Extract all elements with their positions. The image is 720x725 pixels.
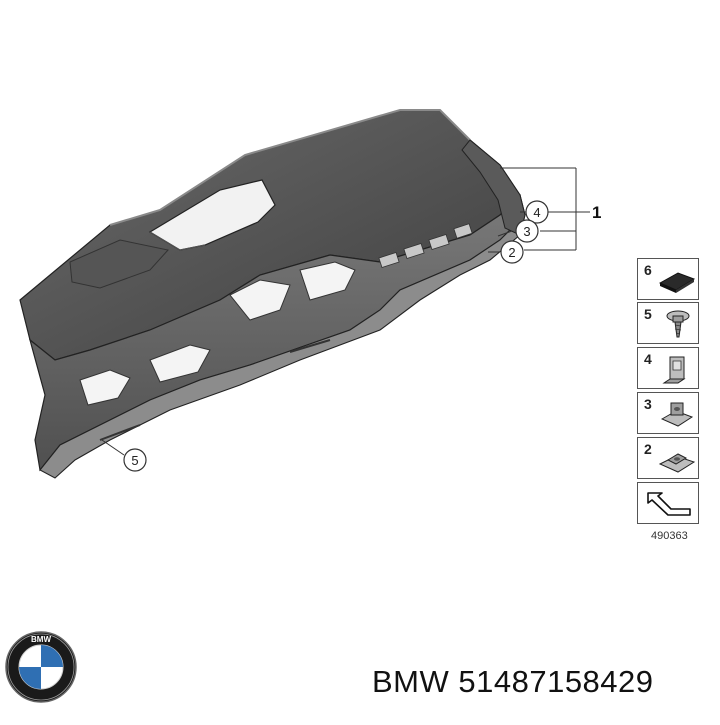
callout-2: 2 — [500, 240, 524, 264]
callout-5-label: 5 — [131, 453, 138, 468]
callout-5: 5 — [123, 448, 147, 472]
reference-code: 490363 — [651, 530, 688, 542]
nut-icon — [660, 402, 694, 427]
callout-4-label: 4 — [533, 205, 540, 220]
legend-number: 3 — [644, 396, 652, 412]
legend-item-2: 2 — [637, 437, 699, 479]
screw-icon — [666, 310, 690, 338]
legend-item-5: 5 — [637, 302, 699, 344]
legend-number: 5 — [644, 306, 652, 322]
clip-icon — [662, 356, 686, 384]
legend-item-4: 4 — [637, 347, 699, 389]
legend-number: 2 — [644, 441, 652, 457]
legend-item-3: 3 — [637, 392, 699, 434]
legend-item-6: 6 — [637, 258, 699, 300]
callout-3-label: 3 — [523, 224, 530, 239]
logo-lettering: BMW — [31, 635, 51, 644]
leader-lines — [101, 167, 590, 456]
bmw-logo-icon: BMW — [5, 631, 77, 703]
callout-1-label: 1 — [592, 203, 601, 222]
callout-3: 3 — [515, 219, 539, 243]
dashboard-panel — [19, 109, 527, 479]
part-caption: BMW 51487158429 — [372, 664, 654, 699]
callout-4: 4 — [525, 200, 549, 224]
clip-nut-icon — [658, 453, 696, 473]
legend-number: 4 — [644, 351, 652, 367]
legend-number: 6 — [644, 262, 652, 278]
legend-item-arrow — [637, 482, 699, 524]
callout-2-label: 2 — [508, 245, 515, 260]
pad-icon — [658, 272, 696, 293]
arrow-icon — [647, 492, 691, 516]
